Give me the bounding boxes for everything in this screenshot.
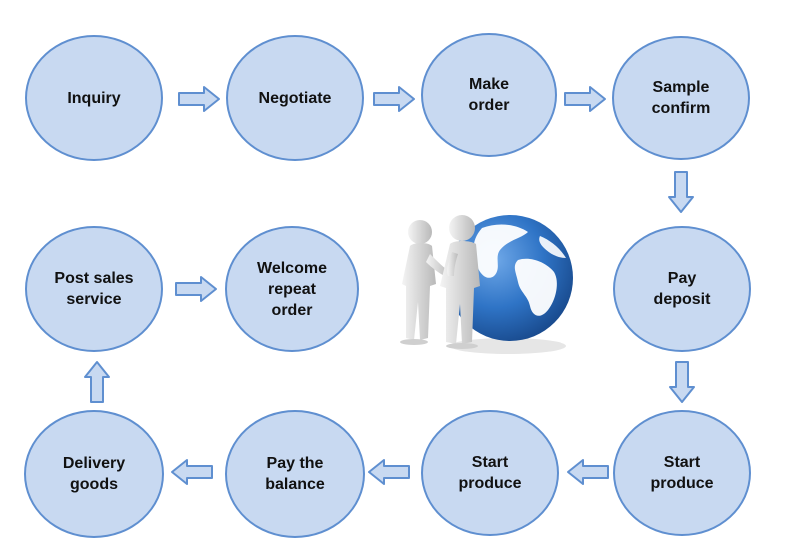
step-label: Make: [468, 76, 510, 93]
arrow-left-icon: [368, 459, 410, 485]
step-label: Pay the: [266, 455, 324, 472]
step-label: Sample: [652, 79, 710, 96]
step-post-sales-service: Post sales service: [25, 226, 163, 352]
handshake-globe-icon: [400, 215, 573, 354]
step-label: order: [271, 301, 313, 319]
arrow-left-icon: [567, 459, 609, 485]
step-label: Welcome: [257, 259, 327, 277]
step-label: Inquiry: [67, 89, 121, 107]
step-start-produce-1: Start produce: [613, 410, 751, 536]
step-label: repeat: [267, 280, 317, 298]
step-negotiate: Negotiate: [226, 35, 364, 161]
step-label: produce: [650, 475, 714, 492]
step-label: produce: [458, 475, 522, 492]
step-label: balance: [265, 476, 325, 493]
step-label: confirm: [651, 100, 711, 117]
step-start-produce-2: Start produce: [421, 410, 559, 536]
step-welcome-repeat-order: Welcome repeat order: [225, 226, 359, 352]
arrow-down-icon: [668, 171, 694, 213]
step-label: Pay: [667, 270, 697, 287]
step-label: service: [66, 291, 122, 308]
arrow-down-icon: [669, 361, 695, 403]
step-label: deposit: [653, 291, 711, 308]
arrow-right-icon: [373, 86, 415, 112]
step-make-order: Make order: [421, 33, 557, 157]
step-label: Post sales: [54, 270, 134, 287]
step-label: Start: [471, 454, 509, 471]
arrow-up-icon: [84, 361, 110, 403]
arrow-right-icon: [178, 86, 220, 112]
step-label: Delivery: [62, 455, 126, 472]
arrow-left-icon: [171, 459, 213, 485]
step-pay-the-balance: Pay the balance: [225, 410, 365, 538]
step-label: order: [468, 97, 510, 114]
step-sample-confirm: Sample confirm: [612, 36, 750, 160]
step-label: Start: [663, 454, 701, 471]
step-delivery-goods: Delivery goods: [24, 410, 164, 538]
arrow-right-icon: [564, 86, 606, 112]
step-inquiry: Inquiry: [25, 35, 163, 161]
step-label: Negotiate: [258, 89, 332, 107]
step-label: goods: [70, 476, 118, 493]
arrow-right-icon: [175, 276, 217, 302]
step-pay-deposit: Pay deposit: [613, 226, 751, 352]
